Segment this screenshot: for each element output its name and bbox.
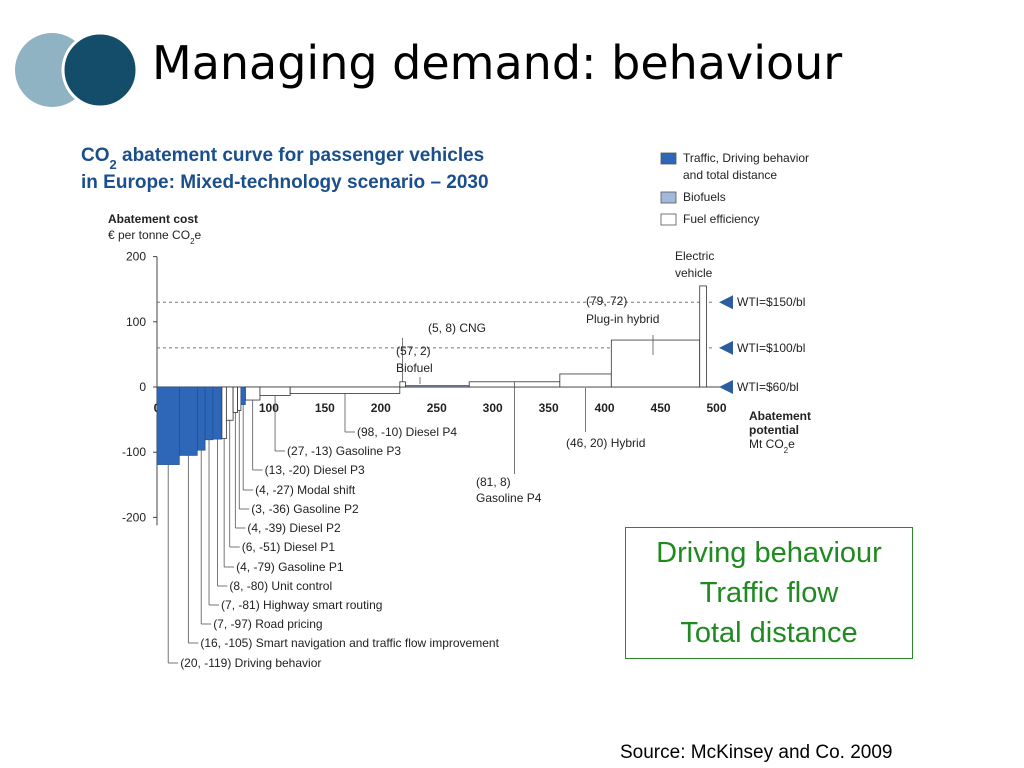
x-axis-label: Abatement [749,409,811,423]
reference-marker [719,295,733,310]
bar-7 [232,386,238,413]
chart-svg: CO2 abatement curve for passenger vehicl… [81,145,811,670]
callout-label-5: (4, -79) Gasoline P1 [236,560,344,574]
callout-label-gasoline-p4: Gasoline P4 [476,491,542,505]
bar-11 [259,386,291,396]
callout-label-biofuel: (57, 2) [396,344,431,358]
callout-label-8: (3, -36) Gasoline P2 [251,502,359,516]
bar-5 [221,386,227,439]
chart-title-line1: CO2 abatement curve for passenger vehicl… [81,145,484,172]
callout-label-gasoline-p4: (81, 8) [476,475,511,489]
callout-label-10: (13, -20) Diesel P3 [265,463,365,477]
bar-9 [240,386,246,405]
x-tick-label: 200 [371,401,391,415]
bar-12 [289,386,401,394]
bar-13 [399,381,406,388]
callout-label-12: (98, -10) Diesel P4 [357,425,457,439]
bar-18 [699,285,707,388]
bar-10 [245,386,261,401]
x-tick-label: 400 [595,401,615,415]
callout-label-2: (7, -97) Road pricing [213,617,322,631]
x-tick-label: 350 [539,401,559,415]
reference-marker [719,340,733,355]
logo-circles [15,32,138,108]
y-tick-label: -100 [122,445,146,459]
callout-label-plug-in-hybrid: Plug-in hybrid [586,312,659,326]
legend-label-2: Fuel efficiency [683,212,759,226]
legend-label-1: Biofuels [683,190,726,204]
callout-label-biofuel: Biofuel [396,361,433,375]
y-axis-unit: € per tonne CO2e [108,228,202,246]
bar-6 [225,386,234,421]
reference-label: WTI=$60/bl [737,380,799,394]
callout-label-electric-vehicle: Electric [675,249,714,263]
reference-label: WTI=$100/bl [737,341,805,355]
legend-label-0: Traffic, Driving behavior [683,151,809,165]
callout-label-electric-vehicle: vehicle [675,266,713,280]
source-note: Source: McKinsey and Co. 2009 [620,742,893,763]
callout-label-cng: (5, 8) CNG [428,321,486,335]
bar-3 [204,386,214,441]
callout-line-traffic-flow: Traffic flow [699,577,839,609]
logo-circle-front [61,32,138,108]
callout-label-11: (27, -13) Gasoline P3 [287,444,401,458]
callout-label-6: (6, -51) Diesel P1 [242,540,336,554]
callout-label-9: (4, -27) Modal shift [255,483,356,497]
behaviour-callout-box: Driving behaviour Traffic flow Total dis… [625,527,913,659]
x-axis-unit: Mt CO2e [749,437,795,455]
bar-8 [237,386,242,411]
slide-title: Managing demand: behaviour [152,36,843,90]
x-tick-label: 500 [706,401,726,415]
x-tick-label: 250 [427,401,447,415]
bar-1 [179,386,198,456]
callout-label-plug-in-hybrid: (79, 72) [586,294,627,308]
legend-swatch-0 [660,152,677,165]
callout-label-7: (4, -39) Diesel P2 [247,521,341,535]
callout-line-driving-behaviour: Driving behaviour [656,537,882,569]
callout-label-3: (7, -81) Highway smart routing [221,598,382,612]
x-tick-label: 450 [651,401,671,415]
bar-14 [405,385,470,388]
reference-label: WTI=$150/bl [737,295,805,309]
legend-label-0: and total distance [683,168,777,182]
y-tick-label: 0 [139,380,146,394]
callout-line-total-distance: Total distance [680,617,858,649]
bar-2 [196,386,206,451]
abatement-chart: CO2 abatement curve for passenger vehicl… [0,130,1024,690]
bar-0 [156,386,180,465]
reference-marker [719,380,733,394]
callout-label-1: (16, -105) Smart navigation and traffic … [200,636,499,650]
y-tick-label: 200 [126,250,146,264]
x-tick-label: 300 [483,401,503,415]
callout-label-hybrid: (46, 20) Hybrid [566,436,645,450]
bar-4 [212,386,223,440]
callout-label-0: (20, -119) Driving behavior [180,656,321,670]
legend-swatch-2 [660,213,677,226]
y-axis-label: Abatement cost [108,212,198,226]
x-axis-label: potential [749,423,799,437]
chart-title-line2: in Europe: Mixed-technology scenario – 2… [81,172,489,193]
legend-swatch-1 [660,191,677,204]
callout-label-4: (8, -80) Unit control [229,579,332,593]
y-tick-label: 100 [126,315,146,329]
bar-17 [610,339,701,388]
y-tick-label: -200 [122,510,146,524]
x-tick-label: 150 [315,401,335,415]
x-tick-label: 100 [259,401,279,415]
bar-16 [559,373,612,388]
